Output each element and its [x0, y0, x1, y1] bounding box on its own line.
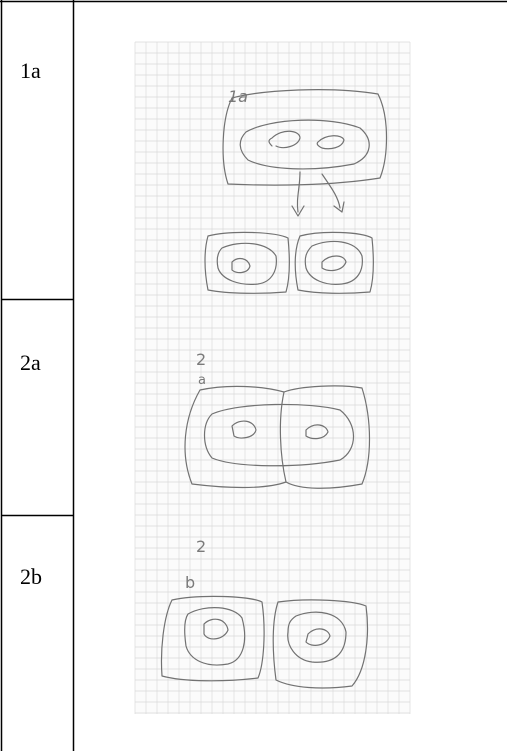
- sketch-label-2b-letter: b: [185, 573, 195, 592]
- sketch-label-2a: 2: [196, 350, 206, 369]
- sketch-label-2b: 2: [196, 537, 206, 556]
- sketch-label-2a-letter: a: [198, 373, 206, 388]
